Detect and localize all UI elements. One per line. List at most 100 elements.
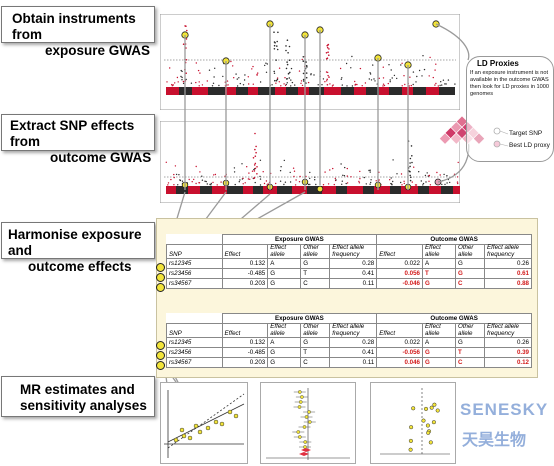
col-exp-eaf: Effect allele frequency <box>329 323 378 338</box>
chromosome-band <box>298 87 309 95</box>
snp-point <box>369 72 371 74</box>
snp-point <box>346 167 348 170</box>
snp-point <box>186 29 188 32</box>
snp-point <box>264 64 266 67</box>
snp-point <box>248 83 250 85</box>
step-2-line-1: Extract SNP effects from <box>10 118 135 149</box>
forest-point <box>298 400 303 404</box>
col-exp-effect-allele: Effect allele <box>267 323 302 338</box>
snp-point <box>188 178 190 181</box>
snp-point <box>227 84 229 86</box>
snp-point <box>436 171 438 174</box>
snp-point <box>177 184 179 186</box>
snp-point <box>209 183 211 186</box>
snp-point <box>418 69 421 72</box>
snp-point <box>443 173 445 176</box>
chromosome-band <box>200 186 212 194</box>
snp-point <box>409 165 411 168</box>
snp-point <box>373 78 375 80</box>
snp-point <box>201 175 203 177</box>
snp-point <box>446 175 448 177</box>
snp-point <box>428 75 430 77</box>
ld-proxies-title: LD Proxies <box>477 59 519 68</box>
snp-point <box>182 43 185 45</box>
snp-point <box>429 184 432 186</box>
funnel-point <box>435 408 440 413</box>
snp-point <box>254 167 257 170</box>
snp-point <box>420 180 422 182</box>
snp-point <box>284 84 287 87</box>
snp-point <box>325 71 328 73</box>
exposure-gwas-header: Exposure GWAS <box>221 234 378 245</box>
snp-point <box>171 85 173 87</box>
snp-point <box>350 67 352 69</box>
snp-point <box>276 77 279 79</box>
snp-point <box>273 31 275 33</box>
funnel-point <box>426 430 431 435</box>
chromosome-band <box>275 87 286 95</box>
snp-point <box>278 81 280 83</box>
snp-point <box>276 78 279 81</box>
snp-point <box>340 78 342 81</box>
snp-point <box>252 83 254 85</box>
summary-diamond <box>301 448 311 452</box>
snp-point <box>382 77 385 79</box>
mr-scatter-plot <box>160 382 248 464</box>
snp-point <box>408 85 410 87</box>
snp-point <box>302 60 305 62</box>
snp-point <box>286 61 288 63</box>
snp-point <box>220 181 222 183</box>
funnel-point <box>411 406 416 411</box>
snp-point <box>390 69 392 71</box>
snp-point <box>277 31 279 34</box>
snp-point <box>239 179 241 181</box>
snp-point <box>242 84 245 86</box>
snp-point <box>285 78 288 80</box>
snp-point <box>287 73 290 75</box>
snp-point <box>343 175 346 177</box>
snp-point <box>171 83 173 86</box>
snp-point <box>351 55 353 58</box>
snp-point <box>167 182 170 184</box>
snp-point <box>201 179 204 181</box>
snp-point <box>173 173 175 176</box>
snp-point <box>210 182 212 185</box>
snp-point <box>185 25 187 27</box>
snp-point <box>212 82 215 85</box>
mr-point <box>233 413 239 419</box>
chromosome-band <box>277 186 292 194</box>
snp-point <box>276 48 279 51</box>
snp-point <box>243 79 246 81</box>
snp-point <box>244 74 246 76</box>
step-3-line-2: outcome effects <box>28 259 132 274</box>
snp-point <box>434 69 436 71</box>
col-out-eaf: Effect allele frequency <box>484 323 532 338</box>
snp-point <box>222 75 224 78</box>
outcome-snp-marker <box>316 185 324 193</box>
chromosome-band <box>292 186 307 194</box>
snp-point <box>211 85 214 87</box>
snp-point <box>345 62 348 65</box>
snp-point <box>265 62 267 64</box>
snp-point <box>457 182 459 185</box>
chromosome-band <box>212 186 227 194</box>
snp-point <box>368 78 370 80</box>
snp-point <box>305 76 308 79</box>
snp-point <box>285 49 287 52</box>
snp-point <box>233 77 235 79</box>
gwas-table-after: Exposure GWAS Outcome GWAS SNP Effect Ef… <box>166 313 532 368</box>
snp-point <box>378 179 380 181</box>
snp-point <box>283 159 285 162</box>
snp-point <box>341 77 343 79</box>
snp-point <box>435 82 437 85</box>
snp-point <box>257 72 259 74</box>
snp-point <box>409 174 411 177</box>
col-out-other-allele: Other allele <box>455 244 485 259</box>
snp-point <box>218 84 220 87</box>
mr-point <box>181 433 187 439</box>
snp-point <box>326 84 329 86</box>
snp-point <box>329 169 331 171</box>
forest-point <box>307 410 311 414</box>
